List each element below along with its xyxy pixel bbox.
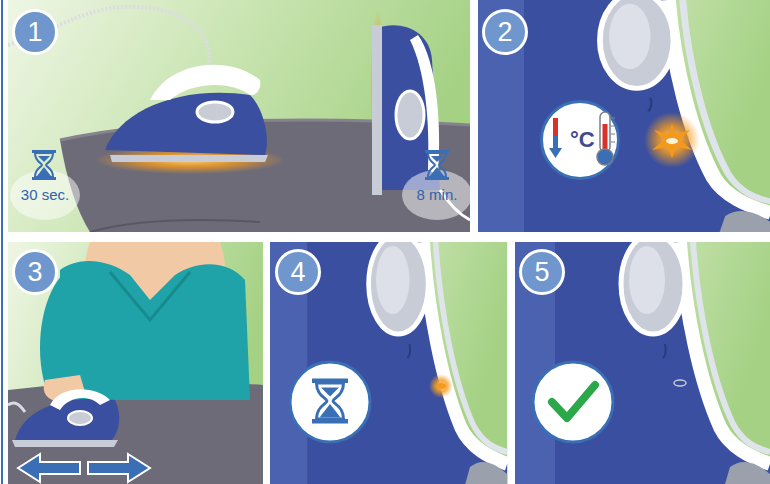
step-number: 5 xyxy=(534,257,549,288)
time-label: 30 sec. xyxy=(5,186,85,203)
step-number: 2 xyxy=(497,17,512,48)
callout-number: 2 xyxy=(482,9,528,55)
callout-number: 4 xyxy=(275,249,321,295)
step-number: 3 xyxy=(27,257,42,288)
callout-number: 5 xyxy=(519,249,565,295)
temperature-text: °C xyxy=(570,127,595,153)
temperature-circle: °C xyxy=(540,100,620,180)
callout-number: 1 xyxy=(12,9,58,55)
callout-number: 3 xyxy=(12,249,58,295)
step-number: 4 xyxy=(290,257,305,288)
step-number: 1 xyxy=(27,17,42,48)
time-label: 8 min. xyxy=(397,186,477,203)
